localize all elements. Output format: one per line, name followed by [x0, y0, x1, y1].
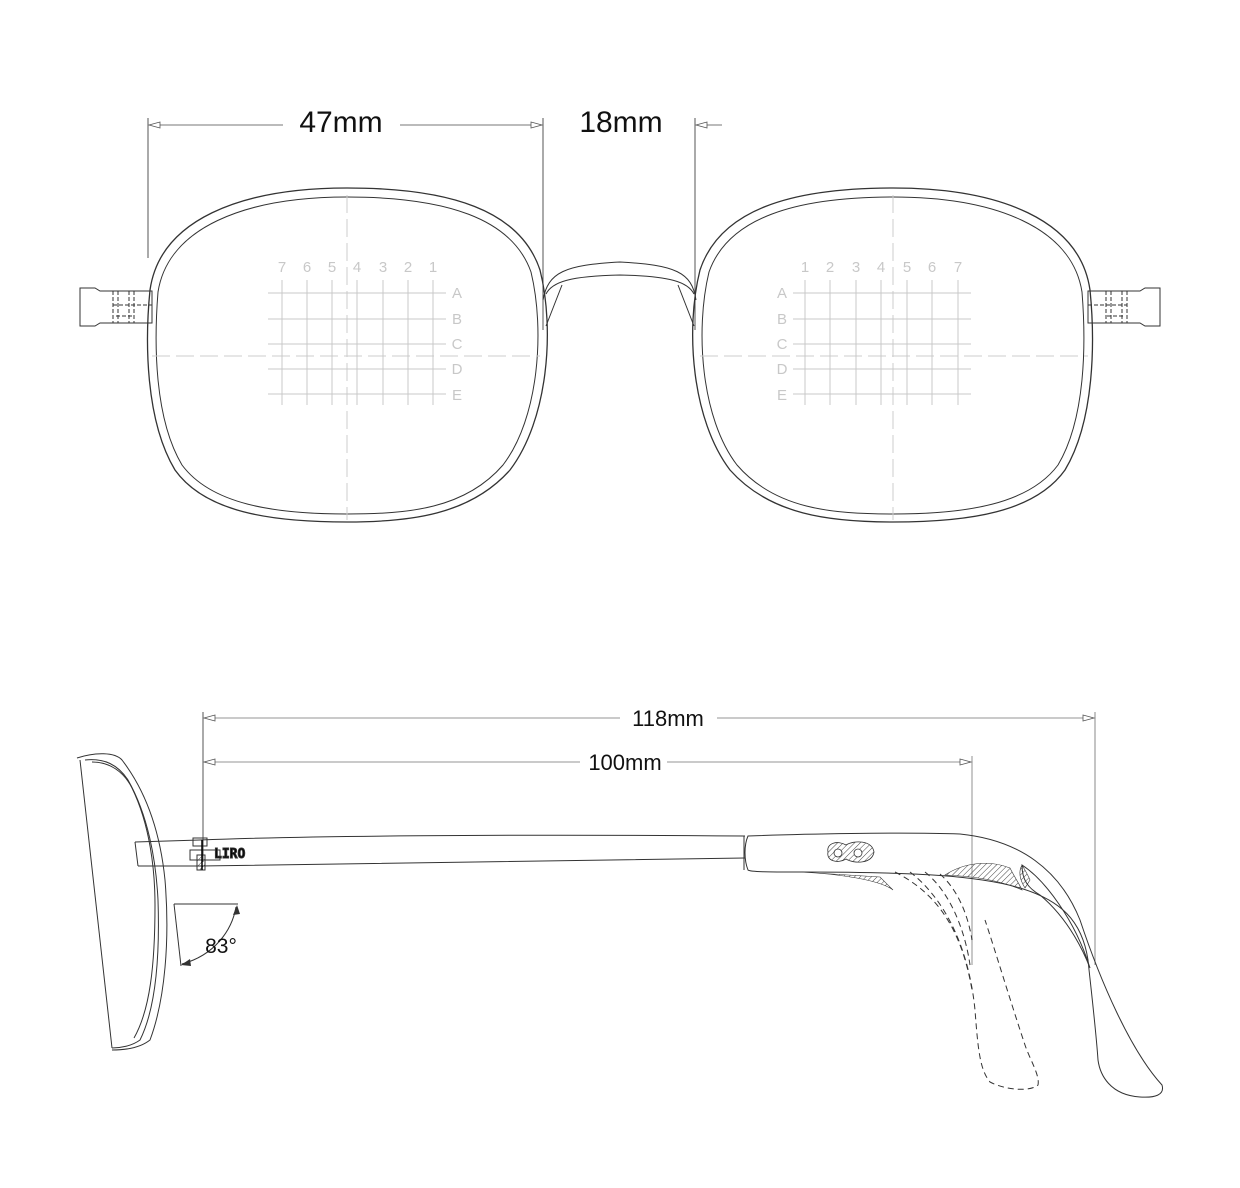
total-length-label: 118mm: [632, 706, 704, 731]
grid-col-label: 5: [903, 259, 911, 276]
grid-col-label: 5: [328, 259, 336, 276]
frame-side-profile: [76, 753, 168, 1051]
right-lens: [692, 187, 1094, 523]
right-lens-grid: 1 2 3 4 5 6 7 A B C D E: [777, 259, 971, 405]
grid-col-label: 6: [303, 259, 311, 276]
bridge-width-dimension: 18mm: [579, 106, 722, 330]
pantoscopic-angle: 83°: [173, 903, 240, 967]
left-lens-grid: 7 6 5 4 3 2 1 A B C D E: [268, 259, 463, 405]
temple-to-bend-dimension: 100mm: [202, 750, 973, 965]
right-hinge: [1087, 287, 1161, 327]
grid-row-label: C: [777, 336, 788, 353]
brand-logo: LIRO: [214, 847, 245, 862]
grid-col-label: 1: [429, 259, 437, 276]
bend-length-label: 100mm: [588, 750, 661, 775]
angle-label: 83°: [205, 935, 237, 958]
grid-col-label: 4: [877, 259, 885, 276]
grid-row-label: C: [452, 336, 463, 353]
grid-row-label: E: [777, 387, 787, 404]
grid-row-label: D: [777, 361, 788, 378]
grid-row-label: D: [452, 361, 463, 378]
grid-row-label: A: [452, 285, 462, 302]
temple-tip: [743, 832, 1164, 1098]
grid-col-label: 2: [404, 259, 412, 276]
left-lens: [146, 187, 548, 523]
temple-arm: LIRO: [134, 834, 746, 871]
front-view: 47mm 18mm: [79, 106, 1161, 523]
grid-col-label: 3: [379, 259, 387, 276]
bridge-width-label: 18mm: [579, 106, 662, 139]
grid-col-label: 2: [826, 259, 834, 276]
grid-col-label: 1: [801, 259, 809, 276]
temple-length-dimension: 118mm: [202, 706, 1096, 965]
left-hinge: [79, 287, 153, 327]
side-view: 118mm 100mm LIRO: [76, 706, 1164, 1098]
lens-width-dimension: 47mm: [147, 106, 544, 330]
bridge: [542, 261, 697, 327]
grid-row-label: E: [452, 387, 462, 404]
grid-col-label: 4: [353, 259, 361, 276]
grid-col-label: 6: [928, 259, 936, 276]
grid-col-label: 7: [278, 259, 286, 276]
grid-col-label: 7: [954, 259, 962, 276]
grid-row-label: A: [777, 285, 787, 302]
lens-width-label: 47mm: [299, 106, 382, 139]
grid-row-label: B: [777, 311, 787, 328]
grid-row-label: B: [452, 311, 462, 328]
grid-col-label: 3: [852, 259, 860, 276]
